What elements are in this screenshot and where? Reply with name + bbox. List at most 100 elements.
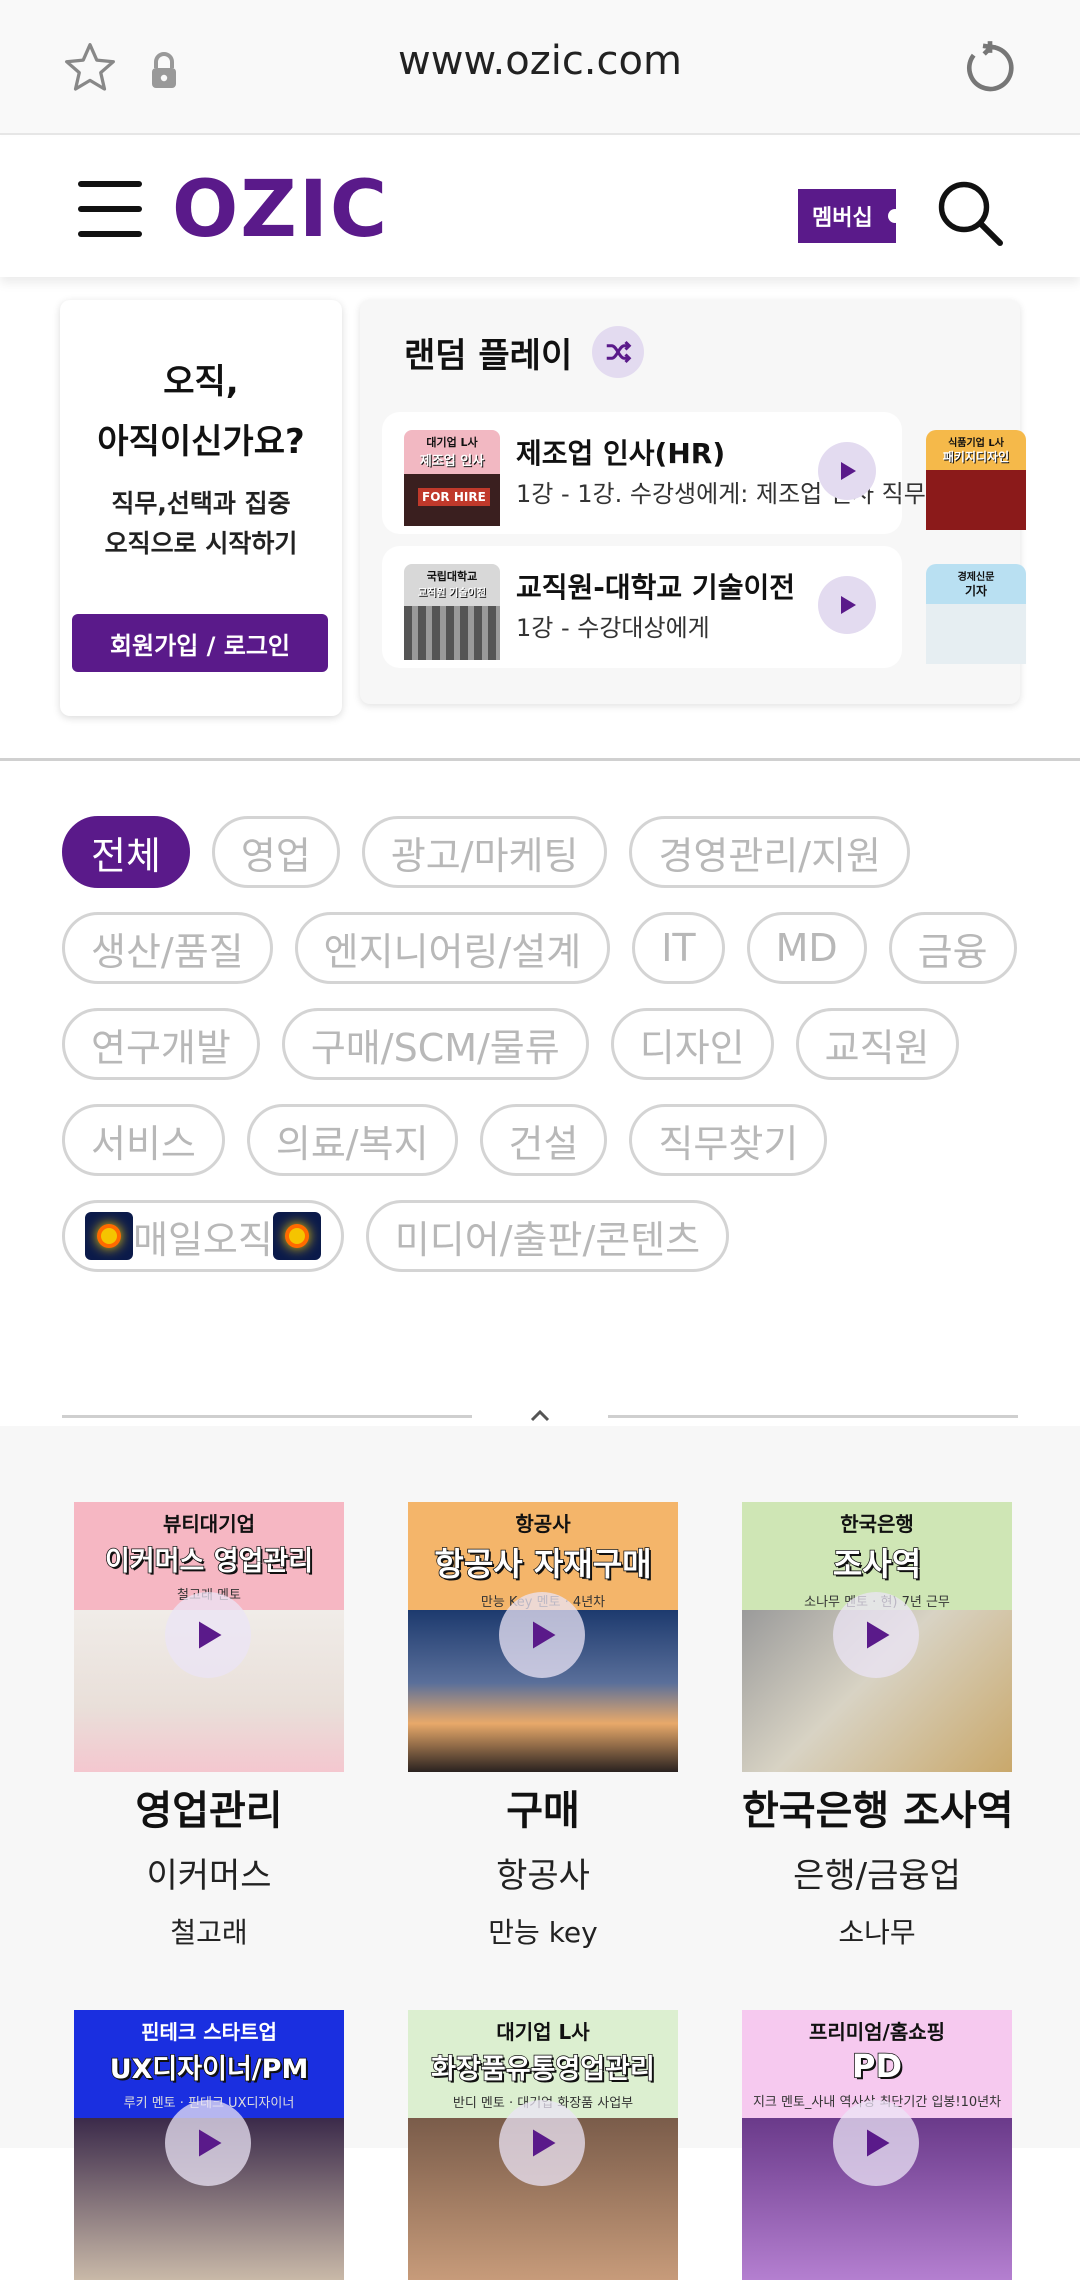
- thumb-title: 교직원 기술이전: [418, 588, 486, 599]
- thumb-title: 제조업 인사: [419, 454, 485, 469]
- random-item-subtitle: 1강 - 수강대상에게: [516, 614, 710, 642]
- url-text[interactable]: www.ozic.com: [398, 38, 682, 84]
- category-chip[interactable]: 경영관리/지원: [629, 816, 911, 888]
- random-peek-thumbnail[interactable]: 경제신문 기자: [926, 564, 1026, 664]
- peek-title: 패키지디자인: [942, 450, 1010, 464]
- random-item[interactable]: 국립대학교 교직원 기술이전 교직원-대학교 기술이전 1강 - 수강대상에게: [382, 546, 902, 668]
- promo-line-4: 오직으로 시작하기: [104, 529, 298, 558]
- category-chip[interactable]: 광고/마케팅: [361, 816, 608, 888]
- category-chip[interactable]: 엔지니어링/설계: [294, 912, 611, 984]
- promo-line-3: 직무,선택과 집중: [111, 489, 291, 518]
- fireworks-icon: [272, 1212, 321, 1260]
- category-chip[interactable]: MD: [746, 912, 867, 984]
- play-icon[interactable]: [833, 2100, 919, 2186]
- category-chip[interactable]: 매일오직: [62, 1200, 344, 1272]
- course-title: 영업관리: [135, 1788, 283, 1834]
- thumb-big-text: 이커머스 영업관리: [104, 1545, 314, 1578]
- peek-banner: 경제신문: [957, 572, 995, 583]
- chevron-up-icon[interactable]: [520, 1400, 560, 1430]
- play-icon[interactable]: [499, 1592, 585, 1678]
- fireworks-icon: [85, 1212, 133, 1260]
- course-title: 한국은행 조사역: [742, 1788, 1014, 1834]
- promo-line-2: 아직이신가요?: [97, 422, 305, 462]
- random-item-title: 교직원-대학교 기술이전: [516, 571, 795, 604]
- thumb-small-text: 한국은행: [840, 1512, 914, 1536]
- category-chip[interactable]: 전체: [62, 816, 190, 888]
- random-item-title: 제조업 인사(HR): [516, 437, 726, 470]
- category-chip[interactable]: IT: [632, 912, 725, 984]
- random-item-thumbnail: 국립대학교 교직원 기술이전: [404, 564, 500, 660]
- thumb-small-text: 핀테크 스타트업: [141, 2020, 277, 2044]
- category-chip[interactable]: 디자인: [610, 1008, 774, 1080]
- play-icon[interactable]: [165, 1592, 251, 1678]
- promo-line-1: 오직,: [163, 362, 239, 402]
- thumb-big-text: UX디자이너/PM: [109, 2053, 309, 2086]
- thumb-sign: FOR HIRE: [418, 488, 490, 506]
- random-item[interactable]: 대기업 L사 제조업 인사 FOR HIRE 제조업 인사(HR) 1강 - 1…: [382, 412, 926, 534]
- thumb-small-text: 대기업 L사: [496, 2020, 590, 2044]
- play-icon[interactable]: [833, 1592, 919, 1678]
- category-chip[interactable]: 생산/품질: [62, 912, 273, 984]
- shuffle-icon[interactable]: [592, 326, 644, 378]
- menu-icon[interactable]: [78, 181, 142, 237]
- play-icon[interactable]: [818, 576, 876, 634]
- search-icon[interactable]: [934, 177, 1006, 249]
- browser-url-bar: www.ozic.com: [0, 0, 1080, 135]
- play-icon[interactable]: [818, 442, 876, 500]
- thumb-big-text: 화장품유통영업관리: [430, 2053, 655, 2086]
- category-chip[interactable]: 미디어/출판/콘텐츠: [365, 1200, 730, 1272]
- course-mentor: 소나무: [838, 1916, 916, 1949]
- membership-button[interactable]: 멤버십: [798, 189, 902, 243]
- reload-icon[interactable]: [962, 40, 1018, 96]
- peek-title: 기자: [964, 584, 988, 598]
- thumb-big-text: 조사역: [832, 1544, 922, 1584]
- random-peek-thumbnail[interactable]: 식품기업 L사 패키지디자인: [926, 430, 1026, 530]
- category-chip[interactable]: 구매/SCM/물류: [281, 1008, 589, 1080]
- category-chip[interactable]: 의료/복지: [246, 1104, 458, 1176]
- lock-icon: [152, 52, 176, 88]
- category-chip[interactable]: 직무찾기: [629, 1104, 828, 1176]
- category-chip[interactable]: 교직원: [795, 1008, 959, 1080]
- play-icon[interactable]: [165, 2100, 251, 2186]
- app-header: OZIC 멤버십: [0, 137, 1080, 277]
- random-item-subtitle: 1강 - 1강. 수강생에게: 제조업 인사 직무: [516, 480, 926, 508]
- category-chip[interactable]: 연구개발: [62, 1008, 260, 1080]
- course-mentor: 철고래: [170, 1916, 248, 1949]
- category-chip-label: 매일오직: [133, 1217, 273, 1262]
- play-icon[interactable]: [499, 2100, 585, 2186]
- ozic-logo[interactable]: OZIC: [172, 165, 390, 255]
- category-chip[interactable]: 건설: [479, 1104, 608, 1176]
- random-play-title: 랜덤 플레이: [404, 336, 573, 376]
- category-chip[interactable]: 영업: [211, 816, 340, 888]
- thumb-small-text: 프리미엄/홈쇼핑: [808, 2020, 946, 2044]
- signup-login-button[interactable]: 회원가입 / 로그인: [72, 614, 328, 672]
- random-play-card: 랜덤 플레이 대기업 L사 제조업 인사 FOR HIRE 제조업 인사(HR)…: [360, 300, 1026, 704]
- category-chip[interactable]: 금융: [888, 912, 1017, 984]
- thumb-big-text: 항공사 자재구매: [434, 1544, 653, 1584]
- random-item-thumbnail: 대기업 L사 제조업 인사 FOR HIRE: [404, 430, 500, 526]
- thumb-banner: 국립대학교: [426, 570, 478, 583]
- category-chip[interactable]: 서비스: [62, 1104, 225, 1176]
- thumb-banner: 대기업 L사: [426, 436, 478, 449]
- peek-banner: 식품기업 L사: [948, 438, 1004, 449]
- thumb-small-text: 뷰티대기업: [163, 1512, 255, 1536]
- section-divider: [0, 758, 1080, 761]
- course-category: 항공사: [496, 1856, 590, 1896]
- thumb-small-text: 항공사: [515, 1512, 571, 1536]
- bookmark-star-icon[interactable]: [62, 40, 118, 96]
- thumb-big-text: PD: [851, 2046, 903, 2086]
